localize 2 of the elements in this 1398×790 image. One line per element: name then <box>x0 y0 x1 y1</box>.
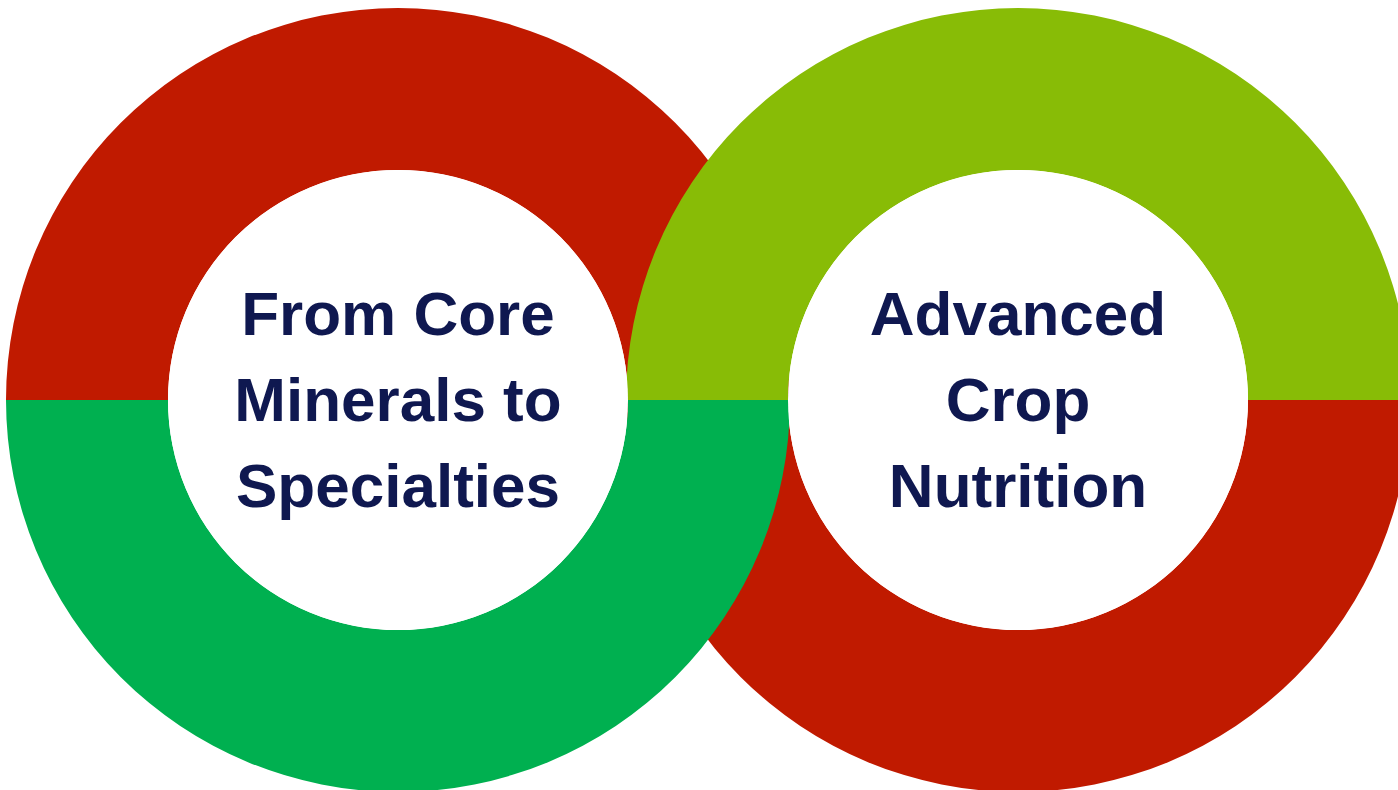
circle-title: Advanced Crop Nutrition <box>868 278 1168 522</box>
circle-title: From Core Minerals to Specialties <box>233 278 563 522</box>
